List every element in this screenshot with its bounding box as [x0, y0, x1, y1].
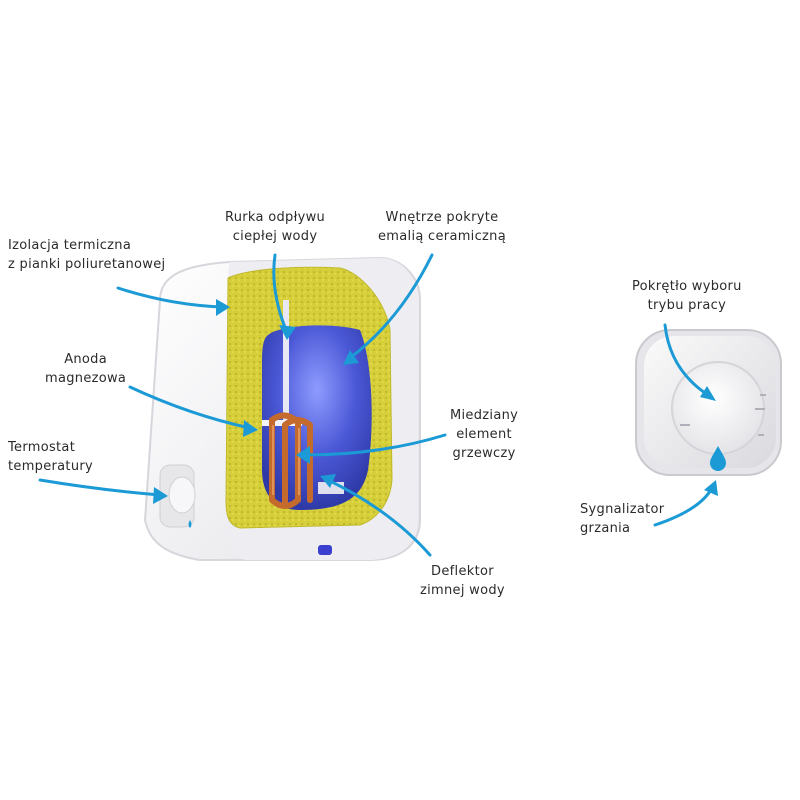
label-thermostat: Termostat temperatury	[8, 438, 93, 476]
arrow-icon	[116, 286, 224, 309]
magnesium-anode	[262, 420, 302, 426]
label-line: magnezowa	[45, 371, 127, 386]
label-line: Wnętrze pokryte	[385, 210, 499, 225]
label-line: Termostat	[8, 440, 76, 455]
arrow-icon	[128, 385, 252, 430]
label-line: Anoda	[64, 352, 107, 367]
control-panel	[635, 329, 782, 476]
label-line: element	[456, 427, 512, 442]
label-line: z pianki poliuretanowej	[8, 257, 166, 272]
arrow-icon	[348, 253, 434, 360]
label-indicator: Sygnalizator grzania	[580, 500, 664, 538]
label-heater: Miedziany element grzewczy	[450, 406, 518, 463]
label-line: trybu pracy	[647, 298, 727, 313]
outlet-connector	[318, 545, 332, 555]
label-line: ciepłej wody	[232, 229, 318, 244]
label-line: grzewczy	[452, 446, 516, 461]
arrow-icon	[663, 323, 710, 397]
label-knob: Pokrętło wyboru trybu pracy	[632, 277, 742, 315]
label-line: grzania	[580, 521, 631, 536]
label-deflector: Deflektor zimnej wody	[420, 562, 505, 600]
label-line: Pokrętło wyboru	[632, 279, 742, 294]
label-line: zimnej wody	[420, 583, 505, 598]
hot-water-pipe	[283, 300, 289, 425]
label-line: Miedziany	[450, 408, 519, 423]
arrow-icon	[38, 478, 162, 497]
label-line: temperatury	[8, 459, 93, 474]
arrow-icon	[326, 478, 432, 557]
label-line: Deflektor	[431, 564, 494, 579]
label-line: Rurka odpływu	[225, 210, 326, 225]
label-hot-pipe: Rurka odpływu ciepłej wody	[225, 208, 325, 246]
water-drop-icon	[710, 446, 726, 471]
label-line: Sygnalizator	[580, 502, 665, 517]
thermostat-knob	[159, 464, 196, 528]
label-anode: Anoda magnezowa	[45, 350, 126, 388]
label-line: emalią ceramiczną	[378, 229, 506, 244]
arrow-icon	[272, 253, 288, 332]
label-line: Izolacja termiczna	[8, 238, 132, 253]
label-insulation: Izolacja termiczna z pianki poliuretanow…	[8, 236, 165, 274]
arrow-icon	[302, 433, 447, 457]
tank-interior	[262, 325, 372, 510]
label-enamel: Wnętrze pokryte emalią ceramiczną	[378, 208, 506, 246]
